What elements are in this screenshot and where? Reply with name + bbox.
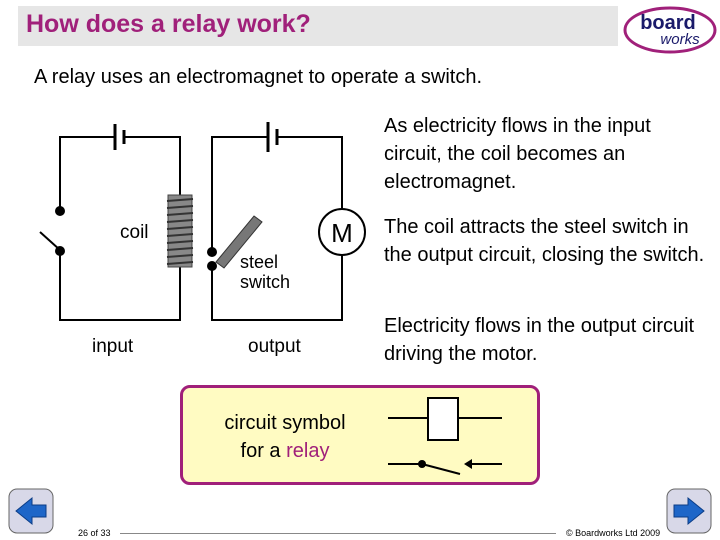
page-title: How does a relay work? xyxy=(26,10,311,38)
forward-arrow-icon[interactable] xyxy=(666,488,712,534)
relay-circuit-symbol xyxy=(388,397,502,475)
symbol-caption-line1: circuit symbol xyxy=(224,412,346,434)
footer-divider xyxy=(120,533,556,534)
input-label: input xyxy=(92,336,134,357)
copyright: © Boardworks Ltd 2009 xyxy=(566,528,661,538)
explanation-3: Electricity flows in the output circuit … xyxy=(384,315,695,365)
output-contact-pivot xyxy=(207,261,217,271)
symbol-caption-highlight: relay xyxy=(286,440,330,462)
output-contact-bottom xyxy=(207,247,217,257)
symbol-caption: circuit symbol for a relay xyxy=(205,409,365,465)
explanation-1: As electricity flows in the input circui… xyxy=(384,115,651,193)
steel-label: steel xyxy=(240,252,279,272)
explanation-2: The coil attracts the steel switch in th… xyxy=(384,216,705,266)
output-label: output xyxy=(248,336,301,357)
motor-label: M xyxy=(331,218,353,248)
symbol-caption-line2: for a relay xyxy=(205,437,365,465)
back-arrow-icon[interactable] xyxy=(8,488,54,534)
input-contact-bottom xyxy=(55,246,65,256)
boardworks-logo: board works xyxy=(623,6,717,54)
logo-text-bottom: works xyxy=(660,31,700,48)
intro-text: A relay uses an electromagnet to operate… xyxy=(34,66,483,88)
motor-symbol xyxy=(318,208,366,256)
logo-text-top: board xyxy=(640,12,696,34)
steel-switch-bar xyxy=(215,215,263,269)
switch-label: switch xyxy=(240,272,291,292)
page-number: 26 of 33 xyxy=(78,528,111,538)
title-background xyxy=(18,6,618,46)
title-bar: How does a relay work? xyxy=(0,0,720,52)
coil-label: coil xyxy=(120,222,149,243)
symbol-caption-prefix: for a xyxy=(240,440,287,462)
input-contact-top xyxy=(55,206,65,216)
relay-symbol-box xyxy=(180,385,540,485)
